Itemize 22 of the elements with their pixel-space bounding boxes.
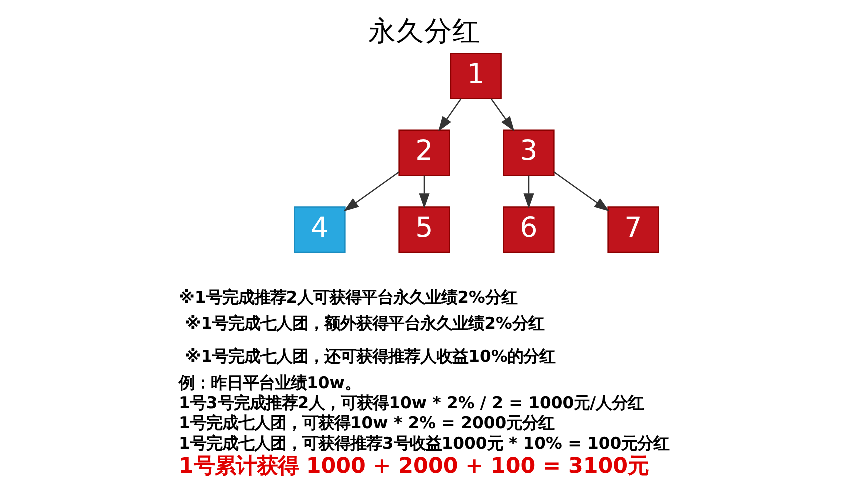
label: ※1号完成七人团，还可获得推荐人收益10%的分红: [185, 346, 556, 366]
arrow: [554, 172, 610, 212]
node-box: 4: [294, 206, 346, 254]
label: ※1号完成七人团，额外获得平台永久业绩2%分红: [185, 314, 544, 334]
label: 例：昨日平台业绩10w。: [178, 373, 361, 392]
label: 1号3号完成推荐2人，可获得10w * 2% / 2 = 1000元/人分红: [178, 394, 644, 413]
label: 1号完成七人团，可获得10w * 2% = 2000元分红: [178, 414, 555, 433]
arrow: [344, 172, 400, 212]
node-box: 7: [608, 206, 660, 254]
node-box: 5: [398, 206, 450, 254]
arrow: [524, 176, 534, 209]
label: ※1号完成推荐2人可获得平台永久业绩2%分红: [178, 288, 518, 307]
node-box: 2: [398, 130, 450, 176]
arrow: [490, 98, 515, 132]
diagram-title: 永久分红: [368, 14, 480, 48]
node-box: 6: [503, 206, 555, 254]
arrow: [438, 98, 462, 132]
node-box: 1: [450, 52, 502, 100]
label: 1号完成七人团，可获得推荐3号收益1000元 * 10% = 100元分红: [178, 434, 670, 453]
node-box: 3: [503, 130, 555, 176]
label: 1号累计获得 1000 + 2000 + 100 = 3100元: [178, 454, 650, 479]
arrow: [419, 176, 430, 209]
